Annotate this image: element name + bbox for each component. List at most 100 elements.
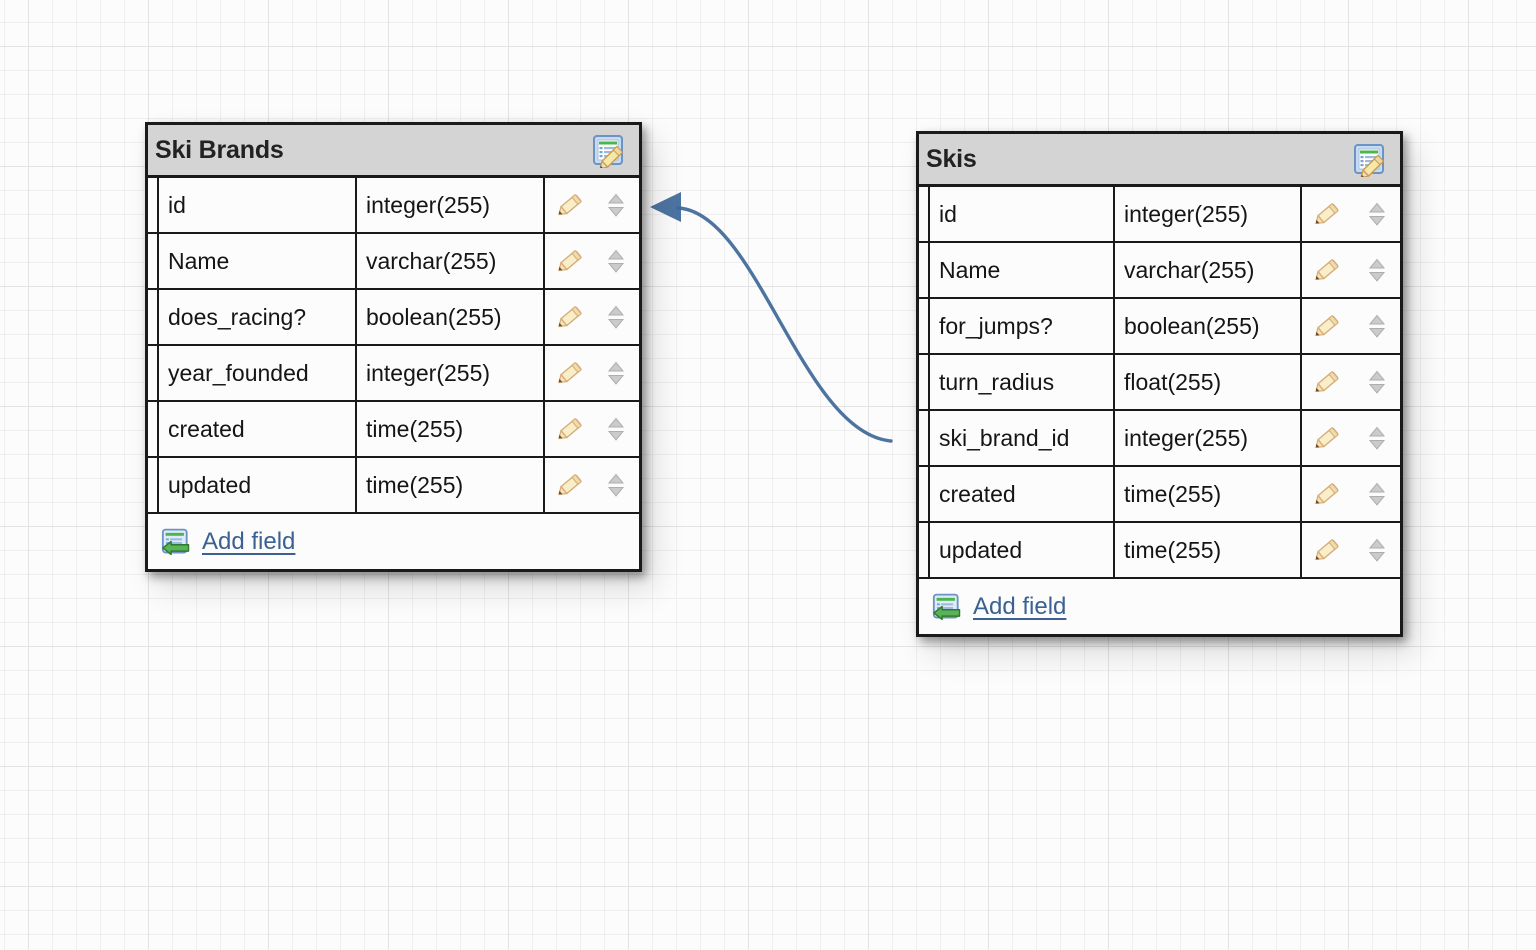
pencil-icon[interactable] — [555, 416, 585, 442]
field-type-cell[interactable]: integer(255) — [1115, 411, 1302, 465]
field-type-cell[interactable]: boolean(255) — [1115, 299, 1302, 353]
pencil-icon[interactable] — [555, 192, 585, 218]
field-type-cell[interactable]: integer(255) — [357, 178, 545, 232]
row-handle[interactable] — [919, 411, 930, 465]
field-name-cell[interactable]: updated — [930, 523, 1115, 577]
table-row: for_jumps? boolean(255) — [919, 299, 1400, 355]
row-handle[interactable] — [148, 290, 159, 344]
table-row: ski_brand_id integer(255) — [919, 411, 1400, 467]
row-actions — [1302, 187, 1400, 241]
row-handle[interactable] — [148, 234, 159, 288]
field-type-cell[interactable]: time(255) — [1115, 467, 1302, 521]
sort-up-down-icon[interactable] — [607, 416, 625, 442]
sort-up-down-icon[interactable] — [1368, 369, 1386, 395]
table-ski-brands: Ski Brands id integer(255) Name varchar(… — [145, 122, 642, 572]
row-handle[interactable] — [919, 187, 930, 241]
sort-up-down-icon[interactable] — [1368, 537, 1386, 563]
field-name-cell[interactable]: ski_brand_id — [930, 411, 1115, 465]
table-row: Name varchar(255) — [148, 234, 639, 290]
field-name-cell[interactable]: year_founded — [159, 346, 357, 400]
row-handle[interactable] — [919, 299, 930, 353]
row-handle[interactable] — [148, 458, 159, 512]
sort-up-down-icon[interactable] — [607, 192, 625, 218]
sort-up-down-icon[interactable] — [607, 472, 625, 498]
field-type-cell[interactable]: varchar(255) — [1115, 243, 1302, 297]
row-handle[interactable] — [148, 346, 159, 400]
sort-up-down-icon[interactable] — [1368, 313, 1386, 339]
field-name-cell[interactable]: turn_radius — [930, 355, 1115, 409]
table-edit-icon[interactable] — [1352, 141, 1388, 177]
row-actions — [1302, 355, 1400, 409]
table-row: created time(255) — [148, 402, 639, 458]
field-type-cell[interactable]: float(255) — [1115, 355, 1302, 409]
row-actions — [1302, 523, 1400, 577]
row-handle[interactable] — [148, 402, 159, 456]
field-type-cell[interactable]: time(255) — [357, 402, 545, 456]
field-name-cell[interactable]: id — [930, 187, 1115, 241]
row-actions — [1302, 411, 1400, 465]
field-type-cell[interactable]: integer(255) — [1115, 187, 1302, 241]
field-name-cell[interactable]: for_jumps? — [930, 299, 1115, 353]
sort-up-down-icon[interactable] — [607, 248, 625, 274]
table-edit-icon[interactable] — [591, 132, 627, 168]
field-type-cell[interactable]: varchar(255) — [357, 234, 545, 288]
sort-up-down-icon[interactable] — [1368, 201, 1386, 227]
sort-up-down-icon[interactable] — [1368, 425, 1386, 451]
pencil-icon[interactable] — [555, 304, 585, 330]
table-title: Ski Brands — [155, 135, 284, 164]
row-actions — [545, 402, 639, 456]
row-handle[interactable] — [148, 178, 159, 232]
field-type-cell[interactable]: time(255) — [1115, 523, 1302, 577]
sort-up-down-icon[interactable] — [1368, 481, 1386, 507]
sort-up-down-icon[interactable] — [1368, 257, 1386, 283]
pencil-icon[interactable] — [555, 248, 585, 274]
table-row: year_founded integer(255) — [148, 346, 639, 402]
table-row: updated time(255) — [919, 523, 1400, 579]
table-row: id integer(255) — [919, 187, 1400, 243]
pencil-icon[interactable] — [1312, 313, 1342, 339]
field-name-cell[interactable]: created — [930, 467, 1115, 521]
pencil-icon[interactable] — [555, 360, 585, 386]
row-actions — [1302, 467, 1400, 521]
field-type-cell[interactable]: time(255) — [357, 458, 545, 512]
pencil-icon[interactable] — [1312, 425, 1342, 451]
field-name-cell[interactable]: Name — [930, 243, 1115, 297]
pencil-icon[interactable] — [555, 472, 585, 498]
add-field-link[interactable]: Add field — [202, 527, 296, 555]
field-name-cell[interactable]: updated — [159, 458, 357, 512]
row-actions — [1302, 243, 1400, 297]
field-name-cell[interactable]: does_racing? — [159, 290, 357, 344]
sort-up-down-icon[interactable] — [607, 360, 625, 386]
sort-up-down-icon[interactable] — [607, 304, 625, 330]
table-row: turn_radius float(255) — [919, 355, 1400, 411]
row-handle[interactable] — [919, 355, 930, 409]
field-name-cell[interactable]: id — [159, 178, 357, 232]
table-add-icon[interactable] — [932, 591, 965, 623]
row-actions — [545, 290, 639, 344]
table-footer: Add field — [148, 514, 639, 569]
pencil-icon[interactable] — [1312, 481, 1342, 507]
row-handle[interactable] — [919, 523, 930, 577]
row-handle[interactable] — [919, 243, 930, 297]
relationship-arrowhead-icon — [650, 192, 681, 222]
field-name-cell[interactable]: Name — [159, 234, 357, 288]
field-type-cell[interactable]: boolean(255) — [357, 290, 545, 344]
table-add-icon[interactable] — [161, 526, 194, 558]
table-row: does_racing? boolean(255) — [148, 290, 639, 346]
field-type-cell[interactable]: integer(255) — [357, 346, 545, 400]
field-name-cell[interactable]: created — [159, 402, 357, 456]
row-actions — [545, 346, 639, 400]
pencil-icon[interactable] — [1312, 201, 1342, 227]
table-header[interactable]: Ski Brands — [148, 125, 639, 178]
table-header[interactable]: Skis — [919, 134, 1400, 187]
table-footer: Add field — [919, 579, 1400, 634]
table-title: Skis — [926, 144, 977, 173]
table-row: updated time(255) — [148, 458, 639, 514]
pencil-icon[interactable] — [1312, 537, 1342, 563]
table-row: id integer(255) — [148, 178, 639, 234]
pencil-icon[interactable] — [1312, 369, 1342, 395]
row-handle[interactable] — [919, 467, 930, 521]
pencil-icon[interactable] — [1312, 257, 1342, 283]
add-field-link[interactable]: Add field — [973, 592, 1067, 620]
